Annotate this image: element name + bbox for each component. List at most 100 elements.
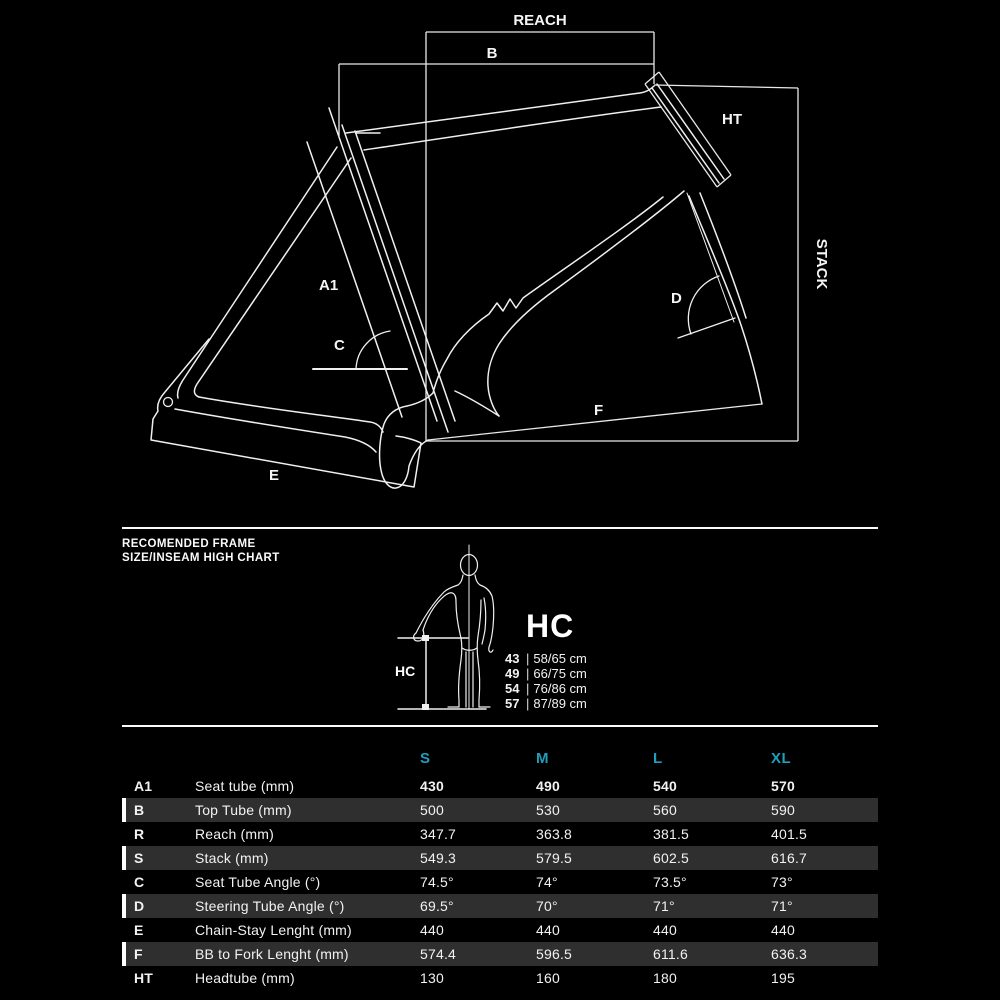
row-value-xl: 73° xyxy=(771,874,793,890)
hc-size-entry: 43 |58/65 cm xyxy=(505,651,587,666)
figure-left-hand xyxy=(412,629,425,642)
hc-separator: | xyxy=(526,666,530,681)
row-code: C xyxy=(134,874,145,890)
chain-stay xyxy=(174,396,384,453)
row-value-xl: 71° xyxy=(771,898,793,914)
geometry-table: S M L XL A1 Seat tube (mm) 430 490 540 5… xyxy=(120,746,880,990)
table-row: B Top Tube (mm) 500 530 560 590 xyxy=(122,798,878,822)
figure-right-arm-outer xyxy=(474,574,495,648)
hc-inseam-range: 58/65 cm xyxy=(533,651,587,666)
row-name: Stack (mm) xyxy=(195,850,269,866)
row-name: Reach (mm) xyxy=(195,826,275,842)
hc-size-value: 57 xyxy=(505,696,520,711)
a1-label: A1 xyxy=(319,277,338,294)
hc-separator: | xyxy=(526,681,530,696)
c-angle-arc xyxy=(355,330,391,370)
row-value-l: 540 xyxy=(653,778,677,794)
row-value-m: 74° xyxy=(536,874,558,890)
row-name: Headtube (mm) xyxy=(195,970,295,986)
row-value-l: 440 xyxy=(653,922,677,938)
d-label: D xyxy=(671,290,682,307)
row-value-xl: 590 xyxy=(771,802,795,818)
row-value-xl: 570 xyxy=(771,778,795,794)
figure-torso-right xyxy=(476,599,482,661)
reach-label: REACH xyxy=(513,12,566,29)
column-header-s: S xyxy=(420,750,431,767)
e-label: E xyxy=(269,467,279,484)
hc-size-list: 43|58/65 cm 49|66/75 cm 54|76/86 cm 57|8… xyxy=(505,651,587,711)
row-code: D xyxy=(134,898,145,914)
dimension-lines xyxy=(338,31,799,442)
figure-legs xyxy=(458,651,481,708)
steering-axis xyxy=(686,192,735,323)
ht-label: HT xyxy=(722,111,742,128)
row-value-l: 180 xyxy=(653,970,677,986)
hc-size-value: 43 xyxy=(505,651,520,666)
figure-head xyxy=(459,553,479,577)
b-label: B xyxy=(487,45,498,62)
row-value-m: 160 xyxy=(536,970,560,986)
row-name: Top Tube (mm) xyxy=(195,802,292,818)
row-value-s: 574.4 xyxy=(420,946,457,962)
row-value-l: 602.5 xyxy=(653,850,690,866)
figure-right-arm-inner xyxy=(481,597,487,645)
stack-label: STACK xyxy=(813,239,830,290)
row-value-l: 71° xyxy=(653,898,675,914)
row-value-m: 579.5 xyxy=(536,850,573,866)
column-header-xl: XL xyxy=(771,750,792,767)
f-dimension-line xyxy=(427,403,763,441)
row-value-xl: 401.5 xyxy=(771,826,808,842)
hc-size-value: 49 xyxy=(505,666,520,681)
seat-stay xyxy=(176,146,352,399)
table-row: E Chain-Stay Lenght (mm) 440 440 440 440 xyxy=(122,918,878,942)
hc-inseam-range: 87/89 cm xyxy=(533,696,587,711)
row-name: Chain-Stay Lenght (mm) xyxy=(195,922,352,938)
figure-left-arm-outer xyxy=(415,574,464,634)
hc-measure-label: HC xyxy=(395,663,416,679)
row-value-s: 347.7 xyxy=(420,826,457,842)
head-tube xyxy=(651,83,725,184)
row-code: F xyxy=(134,946,143,962)
human-figure xyxy=(397,544,495,710)
fork-blade xyxy=(688,192,763,405)
row-value-m: 70° xyxy=(536,898,558,914)
top-tube xyxy=(345,85,662,151)
row-value-l: 611.6 xyxy=(653,946,688,962)
hc-size-entry: 57 |87/89 cm xyxy=(505,696,587,711)
hc-separator: | xyxy=(526,651,530,666)
figure-right-hand xyxy=(488,646,494,653)
b-dimension-line xyxy=(338,63,654,136)
row-code: E xyxy=(134,922,144,938)
hc-separator: | xyxy=(526,696,530,711)
f-label: F xyxy=(594,402,603,419)
bottom-bracket-housing xyxy=(378,390,500,489)
row-value-s: 549.3 xyxy=(420,850,457,866)
diagram-labels: REACH B HT STACK A1 C D E F xyxy=(269,12,830,484)
table-row: C Seat Tube Angle (°) 74.5° 74° 73.5° 73… xyxy=(122,870,878,894)
row-value-l: 381.5 xyxy=(653,826,690,842)
c-label: C xyxy=(334,337,345,354)
row-name: Seat tube (mm) xyxy=(195,778,295,794)
hc-measure-lines xyxy=(397,637,487,710)
hc-measure-top-marker xyxy=(422,635,429,641)
row-value-m: 596.5 xyxy=(536,946,573,962)
row-code: S xyxy=(134,850,144,866)
table-row: A1 Seat tube (mm) 430 490 540 570 xyxy=(122,774,878,798)
column-header-m: M xyxy=(536,750,549,767)
hc-size-entry: 54|76/86 cm xyxy=(505,681,587,696)
hc-inseam-range: 66/75 cm xyxy=(533,666,587,681)
row-value-m: 530 xyxy=(536,802,560,818)
row-value-l: 73.5° xyxy=(653,874,687,890)
column-header-l: L xyxy=(653,750,663,767)
row-name: BB to Fork Lenght (mm) xyxy=(195,946,349,962)
figure-hip-line xyxy=(461,647,478,651)
d-angle-arc xyxy=(687,275,720,335)
section-divider-lines xyxy=(122,527,878,727)
row-value-m: 440 xyxy=(536,922,560,938)
rear-silhouette xyxy=(150,338,422,488)
table-row: F BB to Fork Lenght (mm) 574.4 596.5 611… xyxy=(122,942,878,966)
row-value-m: 490 xyxy=(536,778,560,794)
row-value-s: 430 xyxy=(420,778,444,794)
